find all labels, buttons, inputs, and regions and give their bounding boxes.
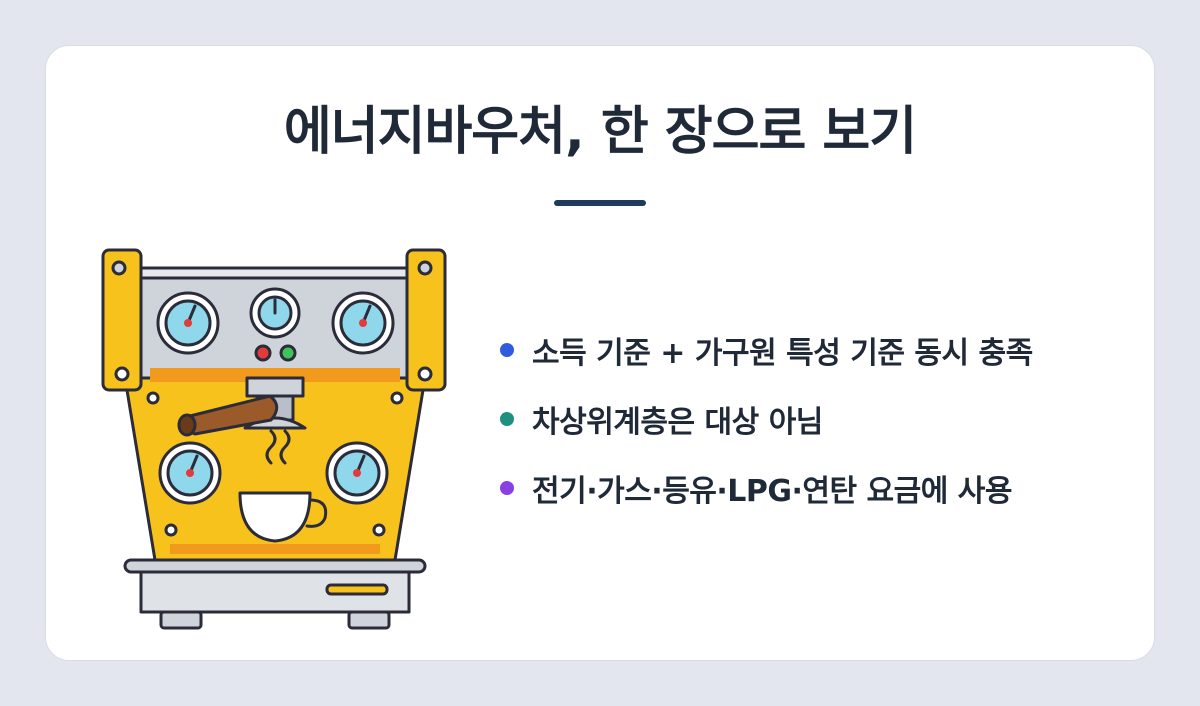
espresso-machine-icon [101,248,447,630]
list-item: 소득 기준 + 가구원 특성 기준 동시 충족 [500,322,1140,378]
bullet-dot-teal [500,412,514,426]
title-underline [554,200,646,206]
list-item: 차상위계층은 대상 아님 [500,391,1140,447]
bullet-list: 소득 기준 + 가구원 특성 기준 동시 충족 차상위계층은 대상 아님 전기·… [500,322,1140,529]
page-title: 에너지바우처, 한 장으로 보기 [283,102,917,162]
bullet-text: 차상위계층은 대상 아님 [532,405,823,440]
bullet-dot-blue [500,343,514,357]
bullet-text: 전기·가스·등유·LPG·연탄 요금에 사용 [532,474,1013,509]
bullet-text: 소득 기준 + 가구원 특성 기준 동시 충족 [532,336,1033,371]
bullet-dot-purple [500,481,514,495]
list-item: 전기·가스·등유·LPG·연탄 요금에 사용 [500,460,1140,516]
